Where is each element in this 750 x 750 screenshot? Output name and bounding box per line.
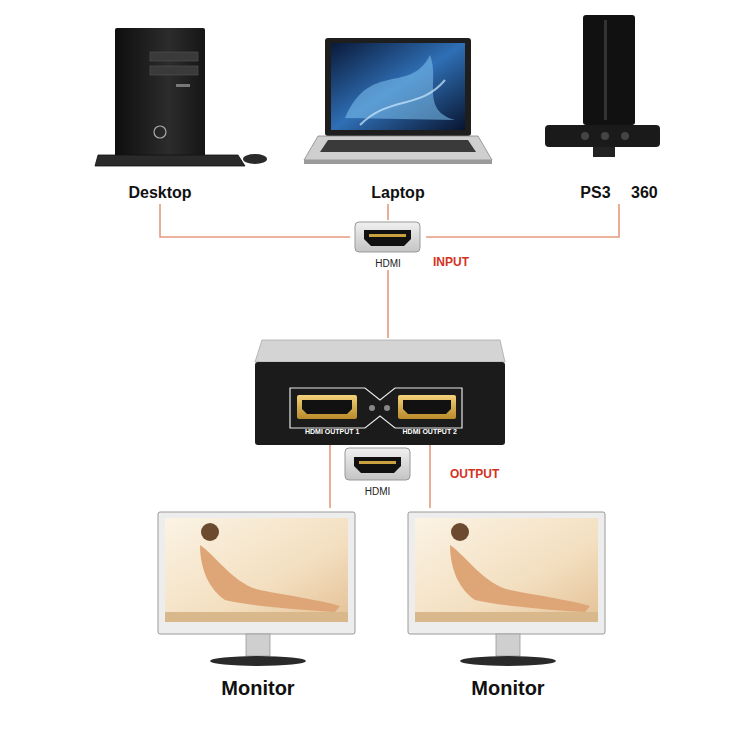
- monitor-illustration: [158, 512, 355, 666]
- monitor-box: Monitor: [405, 508, 611, 702]
- drive-bay: [150, 66, 198, 75]
- device-label: Desktop: [108, 181, 212, 204]
- monitor-base: [460, 656, 556, 666]
- kinect-sensor: [545, 125, 660, 147]
- monitor-base: [210, 656, 306, 666]
- console-body: [583, 15, 635, 125]
- screen-floor: [415, 612, 598, 622]
- plug-shell: [345, 448, 410, 480]
- plug-pins: [359, 461, 396, 464]
- node-text: HDMI OUTPUT 2: [403, 428, 457, 436]
- laptop-illustration: [304, 38, 492, 164]
- screen-floor: [165, 612, 348, 622]
- node-text: Desktop: [128, 184, 191, 202]
- device-label: PS3 360: [563, 181, 675, 204]
- hdmi-plug-icon: [355, 222, 420, 252]
- hdmi-cable: [429, 445, 431, 508]
- section-label: OUTPUT: [450, 467, 499, 481]
- brand-logo: [154, 126, 166, 138]
- laptop-screen: [331, 43, 465, 130]
- laptop-edge: [304, 160, 492, 164]
- node-text: HDMI OUTPUT 1: [305, 428, 359, 436]
- monitor-illustration: [408, 512, 605, 666]
- plug-pins: [369, 234, 406, 237]
- hdmi-connector: HDMI: [350, 220, 426, 270]
- keyboard: [95, 155, 245, 166]
- laptop-base: [304, 136, 492, 160]
- node-text: PS3 360: [580, 184, 657, 202]
- sensor-lens: [601, 132, 609, 140]
- monitor-bezel: [158, 512, 355, 634]
- node-text: HDMI: [375, 258, 401, 269]
- sensor-stand: [593, 147, 615, 157]
- console-illustration: [545, 15, 660, 157]
- hdmi-cable: [426, 204, 619, 237]
- splitter-illustration: [255, 340, 505, 445]
- drive-bay: [150, 52, 198, 61]
- plug-port: [364, 230, 411, 246]
- screen-art: [360, 80, 445, 125]
- console-groove: [604, 20, 607, 120]
- device-label: Laptop: [346, 181, 450, 204]
- output-port: [297, 395, 357, 419]
- screen-figure: [450, 545, 590, 612]
- port-opening: [302, 400, 352, 414]
- hdmi-connector: HDMI: [340, 446, 415, 498]
- front-port: [176, 84, 190, 87]
- plug-shell: [355, 222, 420, 252]
- laptop-lid: [325, 38, 471, 136]
- monitor-screen: [165, 518, 348, 622]
- monitor-neck: [496, 634, 520, 656]
- screen-figure: [201, 523, 219, 541]
- screen-figure: [451, 523, 469, 541]
- hdmi-cable: [160, 204, 350, 237]
- section-label: INPUT: [433, 255, 469, 269]
- plug-port: [354, 457, 401, 473]
- led: [369, 405, 375, 411]
- node-text: Monitor: [471, 676, 544, 700]
- mouse: [243, 154, 267, 164]
- screen-figure: [200, 545, 340, 612]
- tower-case: [115, 28, 205, 158]
- led: [384, 405, 390, 411]
- monitor-bezel: [408, 512, 605, 634]
- hdmi-cable: [387, 204, 389, 220]
- desktop-illustration: [95, 28, 267, 166]
- sensor-lens: [581, 132, 589, 140]
- hdmi-splitter: HDMI OUTPUT 1 HDMI OUTPUT 2: [255, 338, 505, 445]
- node-text: Monitor: [221, 676, 294, 700]
- sensor-lens: [621, 132, 629, 140]
- monitor-screen: [415, 518, 598, 622]
- laptop-keyboard: [320, 140, 476, 152]
- hdmi-cable: [329, 445, 331, 508]
- output-port: [398, 395, 456, 419]
- monitor-box: Monitor: [155, 508, 361, 702]
- node-text: Laptop: [371, 184, 424, 202]
- port-opening: [403, 400, 451, 414]
- monitor-neck: [246, 634, 270, 656]
- node-text: HDMI: [365, 486, 391, 497]
- splitter-front: [255, 362, 505, 445]
- port-outline: [290, 388, 462, 428]
- hdmi-plug-icon: [345, 448, 410, 480]
- splitter-top: [255, 340, 505, 362]
- hdmi-cable: [387, 270, 389, 338]
